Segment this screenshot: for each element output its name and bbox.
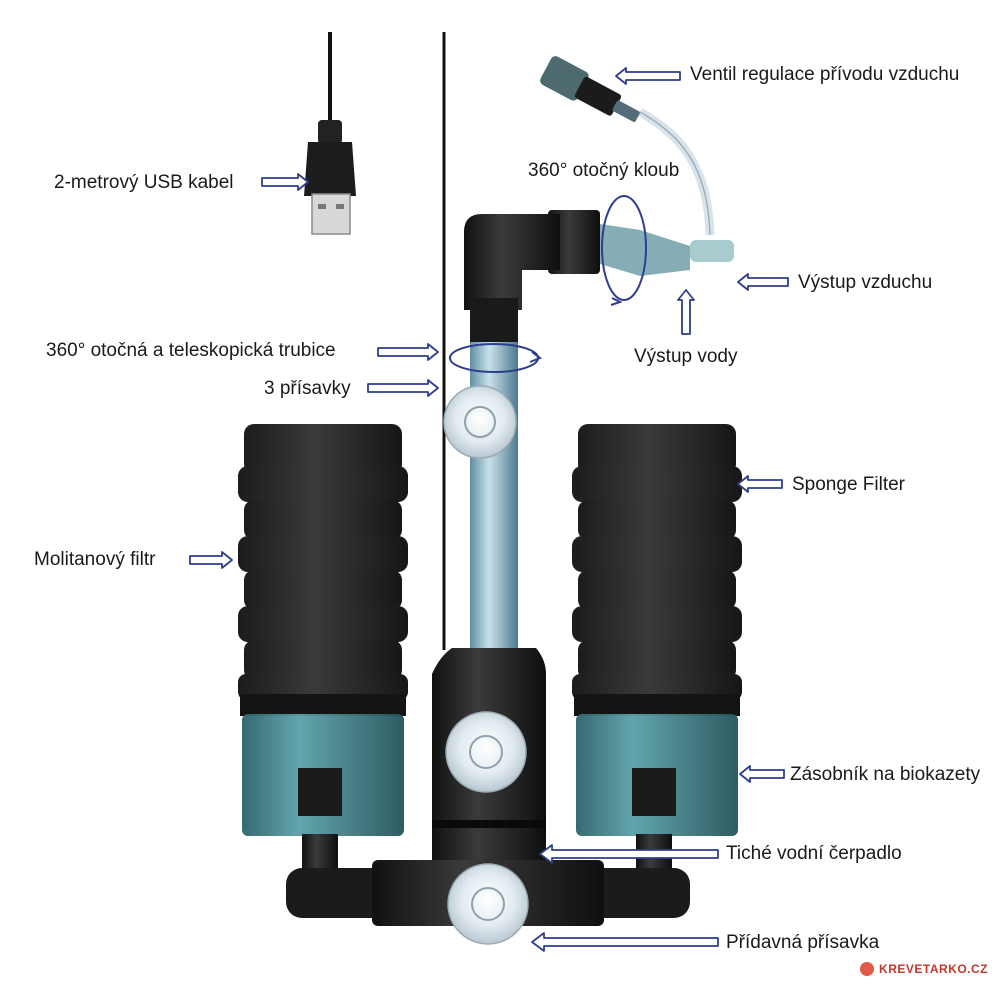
right-bio-container (574, 694, 740, 836)
label-water-pump: Tiché vodní čerpadlo (726, 843, 902, 864)
arrow-foam-filter (189, 551, 233, 569)
callout-arrows (189, 67, 789, 952)
outlet-elbow (464, 214, 560, 346)
watermark: KREVETARKO.CZ (860, 962, 988, 976)
label-telescopic-tube: 360° otočná a teleskopická trubice (46, 340, 336, 361)
label-extra-suction-cup: Přídavná přísavka (726, 932, 880, 953)
arrow-air-outlet (737, 273, 789, 291)
label-water-outlet: Výstup vody (634, 346, 738, 367)
arrow-suction-cups (367, 379, 439, 397)
label-air-outlet: Výstup vzduchu (798, 272, 933, 293)
arrow-usb-cable (261, 173, 309, 191)
suction-cup-middle (445, 711, 527, 793)
label-swivel-joint: 360° otočný kloub (528, 160, 680, 181)
arrow-water-outlet (677, 289, 695, 335)
usb-cable (304, 32, 356, 235)
left-bio-container (240, 694, 406, 836)
arrow-bio-container (739, 765, 785, 783)
suction-cup-bottom (447, 863, 529, 945)
suction-cup-top (443, 385, 517, 459)
label-air-valve: Ventil regulace přívodu vzduchu (690, 64, 960, 85)
shrimp-logo-icon (860, 962, 875, 976)
label-usb-cable: 2-metrový USB kabel (54, 172, 234, 193)
arrow-water-pump (539, 844, 719, 864)
label-bio-container: Zásobník na biokazety (790, 764, 981, 785)
arrow-extra-suction-cup (531, 932, 719, 952)
label-sponge-filter: Sponge Filter (792, 474, 906, 495)
left-sponge-filter (238, 424, 408, 700)
right-sponge-filter (572, 424, 742, 700)
air-valve (540, 56, 715, 236)
label-suction-cups: 3 přísavky (264, 378, 351, 399)
label-foam-filter: Molitanový filtr (34, 549, 156, 570)
arrow-air-valve (615, 67, 681, 85)
arrow-sponge-filter (737, 475, 783, 493)
watermark-text: KREVETARKO.CZ (879, 962, 988, 976)
arrow-telescopic-tube (377, 343, 439, 361)
swivel-joint (548, 195, 734, 306)
